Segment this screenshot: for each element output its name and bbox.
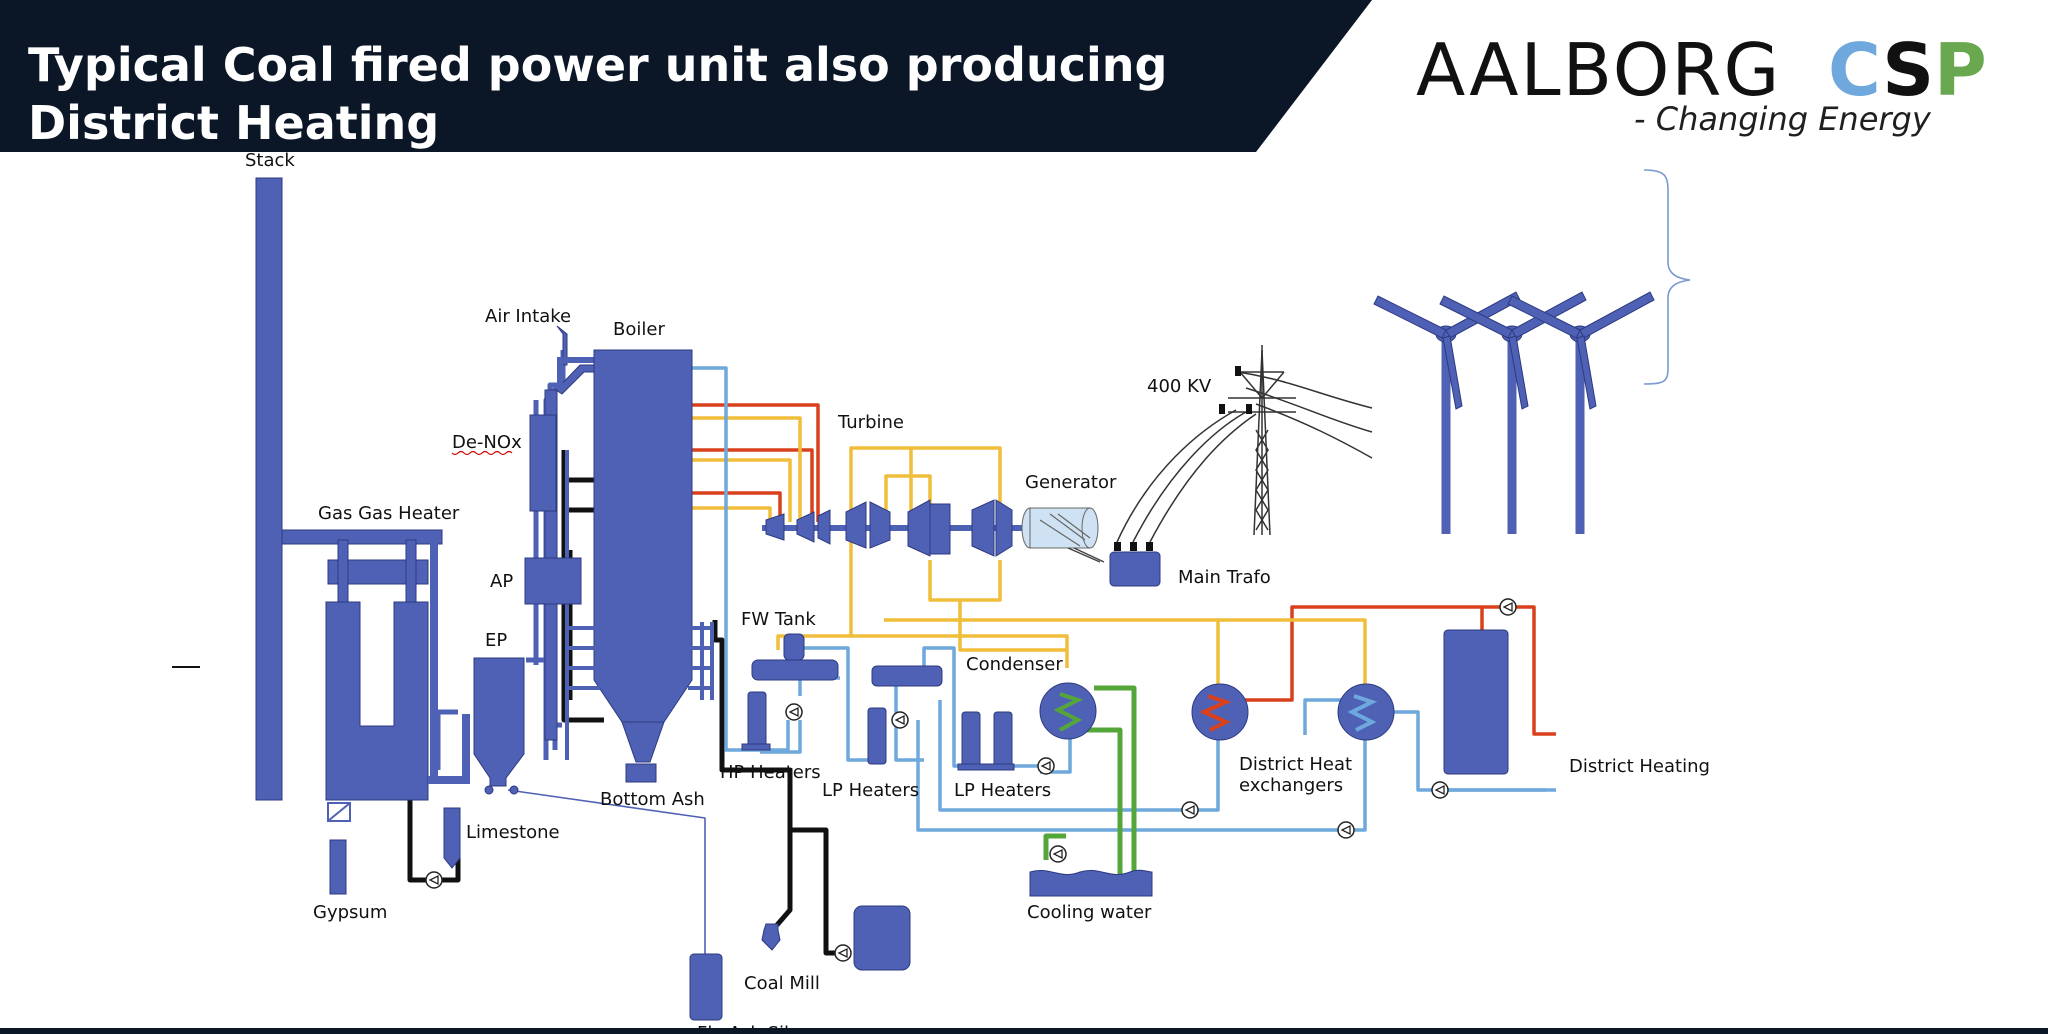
dh-accumulator	[1443, 629, 1509, 775]
logo-tagline: - Changing Energy	[1634, 100, 1931, 138]
bracket	[1643, 169, 1691, 385]
condenser-coil	[1053, 692, 1084, 732]
label-lp-heaters-1: LP Heaters	[822, 780, 919, 801]
label-turbine: Turbine	[837, 412, 904, 433]
limestone-silo	[443, 807, 461, 869]
condenser	[1039, 682, 1097, 740]
label-ap: AP	[490, 571, 513, 592]
label-limestone: Limestone	[466, 822, 560, 843]
logo-wordmark: AALBORG	[1416, 28, 1782, 112]
gas-duct-top	[281, 529, 443, 545]
cooling-water-basin	[1029, 869, 1153, 897]
bottom-ash-box	[625, 763, 657, 783]
dh-coil-1	[1199, 694, 1232, 732]
equipment	[255, 177, 1654, 1021]
label-cooling-water: Cooling water	[1027, 902, 1152, 923]
label-dh-exchangers-1: District Heat	[1239, 754, 1352, 775]
fly-ash-silo	[689, 953, 723, 1021]
boiler	[593, 349, 693, 723]
label-lp-heaters-2: LP Heaters	[954, 780, 1051, 801]
logo-csp-mark: CSP	[1828, 28, 1987, 112]
air-intake	[556, 325, 568, 366]
gypsum-silo	[329, 839, 347, 895]
dh-exchanger-2	[1337, 683, 1395, 741]
label-stack: Stack	[245, 150, 295, 171]
lp-turbine-2	[907, 499, 931, 557]
electrostatic-precipitator	[473, 657, 525, 787]
ip-turbine-2	[817, 509, 831, 545]
air-preheater	[524, 557, 582, 605]
dh-coil-2	[1347, 694, 1378, 732]
bottom-bar	[0, 1028, 2048, 1034]
label-coal-mill: Coal Mill	[744, 973, 820, 994]
lp-turbine-1	[845, 501, 867, 549]
generator	[1029, 507, 1091, 549]
label-ep: EP	[485, 630, 507, 651]
slide-title: Typical Coal fired power unit also produ…	[28, 38, 1168, 150]
lp-heater-2	[961, 711, 981, 769]
transmission-tower-icon	[1228, 345, 1296, 536]
coal-mill	[761, 923, 781, 951]
label-main-trafo: Main Trafo	[1178, 567, 1271, 588]
label-hp-heaters: HP Heaters	[720, 762, 821, 783]
coal-bunker	[853, 905, 911, 971]
title-banner	[0, 0, 1372, 152]
dh-exchanger-1	[1191, 683, 1249, 741]
label-dh-exchangers-2: exchangers	[1239, 775, 1343, 796]
hp-turbine	[765, 513, 785, 541]
label-air-intake: Air Intake	[485, 306, 571, 327]
piping	[407, 350, 1556, 958]
spellcheck-underline	[451, 450, 513, 456]
lp-heater-3	[993, 711, 1013, 769]
label-de-nox: De-NOx	[452, 432, 522, 453]
stack	[255, 177, 283, 801]
label-bottom-ash: Bottom Ash	[600, 789, 705, 810]
de-nox	[529, 414, 557, 512]
lp-turbine-3	[971, 499, 995, 557]
label-district-heating: District Heating	[1569, 756, 1710, 777]
label-400kv: 400 KV	[1147, 376, 1212, 397]
label-condenser: Condenser	[966, 654, 1063, 675]
gas-gas-heater	[325, 601, 429, 801]
label-fw-tank: FW Tank	[741, 609, 816, 630]
ip-turbine-1	[796, 511, 815, 543]
company-logo: AALBORG CSP - Changing Energy	[1410, 30, 2010, 150]
fw-tank	[751, 659, 839, 681]
lp-heater-1	[867, 707, 887, 765]
labels: Stack Air Intake Boiler De-NOx Gas Gas H…	[245, 150, 1710, 1034]
main-trafo	[1109, 551, 1161, 587]
hp-heater	[747, 691, 767, 749]
lp-heater-tank	[871, 665, 943, 687]
label-gas-gas-heater: Gas Gas Heater	[318, 503, 460, 524]
label-boiler: Boiler	[613, 319, 665, 340]
label-gypsum: Gypsum	[313, 902, 387, 923]
label-generator: Generator	[1025, 472, 1117, 493]
